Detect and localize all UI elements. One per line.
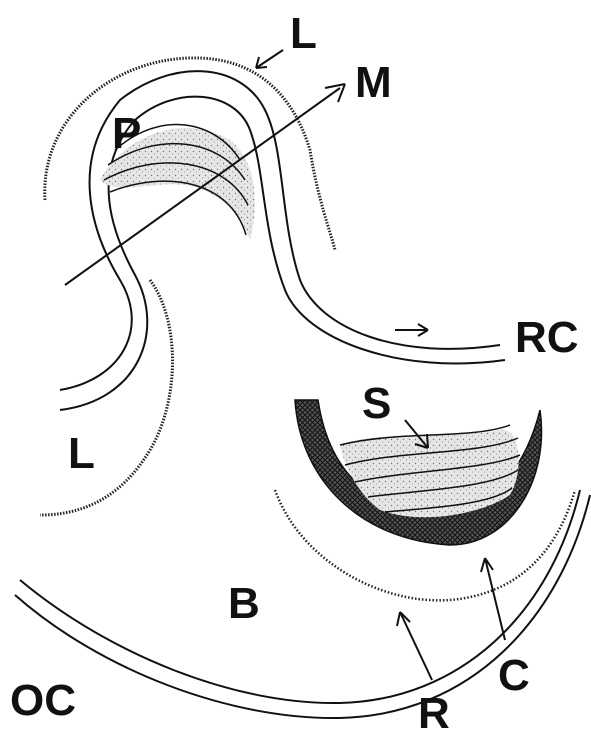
r-arrow — [400, 612, 432, 680]
label-rc: RC — [515, 313, 579, 362]
c-arrow — [485, 558, 505, 640]
m-arrowhead — [325, 84, 345, 102]
label-b: B — [228, 579, 260, 628]
label-l-left: L — [68, 429, 95, 478]
label-c: C — [498, 651, 530, 700]
label-m: M — [355, 58, 392, 107]
l-top-arrow — [256, 50, 283, 68]
label-p: P — [112, 109, 141, 158]
label-r: R — [418, 689, 450, 738]
label-oc: OC — [10, 676, 76, 725]
label-s: S — [362, 379, 391, 428]
left-fringe — [40, 280, 173, 515]
label-l-top: L — [290, 9, 317, 58]
m-arrow-line — [65, 88, 340, 285]
